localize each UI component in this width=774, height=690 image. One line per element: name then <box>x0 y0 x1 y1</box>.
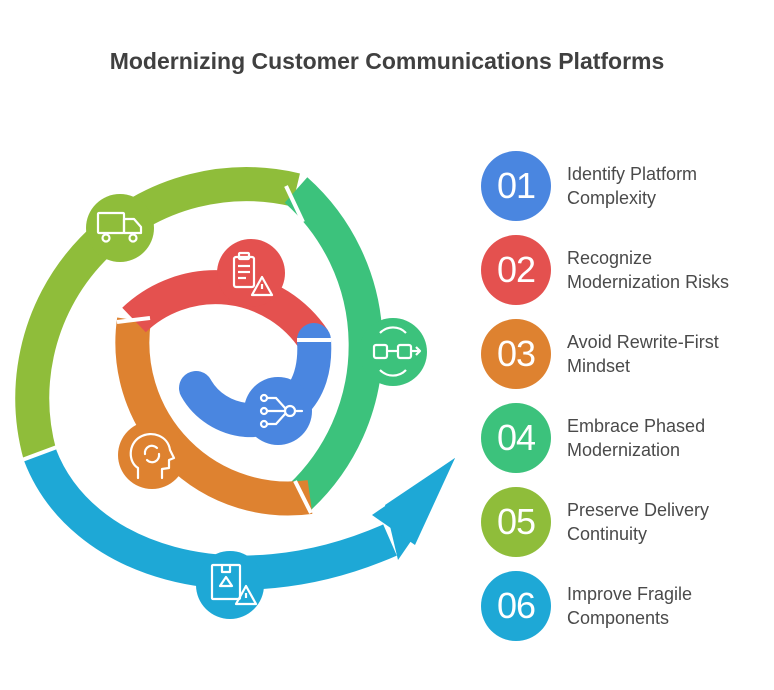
step-number-badge: 02 <box>481 235 551 305</box>
step-item: 01 Identify Platform Complexity <box>481 151 771 221</box>
fragile-box-icon <box>196 551 264 619</box>
segment-divider <box>293 480 313 514</box>
step-item: 03 Avoid Rewrite-First Mindset <box>481 319 771 389</box>
step-label: Embrace Phased Modernization <box>567 416 706 460</box>
step-item: 05 Preserve Delivery Continuity <box>481 487 771 557</box>
step-item: 02 Recognize Modernization Risks <box>481 235 771 305</box>
delivery-truck-icon <box>86 194 154 262</box>
step-label: Identify Platform Complexity <box>567 164 698 208</box>
step-number-badge: 05 <box>481 487 551 557</box>
step-label: Recognize Modernization Risks <box>567 248 730 292</box>
segment-divider <box>116 316 151 324</box>
segment-divider <box>21 445 58 462</box>
spiral-segment-cyan <box>24 448 397 590</box>
spiral-segment-red <box>122 270 329 350</box>
step-label: Avoid Rewrite-First Mindset <box>567 332 719 376</box>
step-label: Preserve Delivery Continuity <box>567 500 710 544</box>
clipboard-warning-icon <box>217 239 285 307</box>
spiral-segment-olive <box>15 167 300 460</box>
step-item: 06 Improve Fragile Components <box>481 571 771 641</box>
linked-blocks-icon <box>359 318 427 386</box>
segment-divider <box>284 185 305 223</box>
cluster-network-icon <box>244 377 312 445</box>
step-item: 04 Embrace Phased Modernization <box>481 403 771 473</box>
head-cycle-icon <box>118 421 186 489</box>
spiral-arrow-head-tip <box>372 458 455 545</box>
step-number-badge: 06 <box>481 571 551 641</box>
step-number-badge: 03 <box>481 319 551 389</box>
step-number-badge: 04 <box>481 403 551 473</box>
step-number-badge: 01 <box>481 151 551 221</box>
page-title: Modernizing Customer Communications Plat… <box>109 48 665 74</box>
step-label: Improve Fragile Components <box>567 584 693 628</box>
